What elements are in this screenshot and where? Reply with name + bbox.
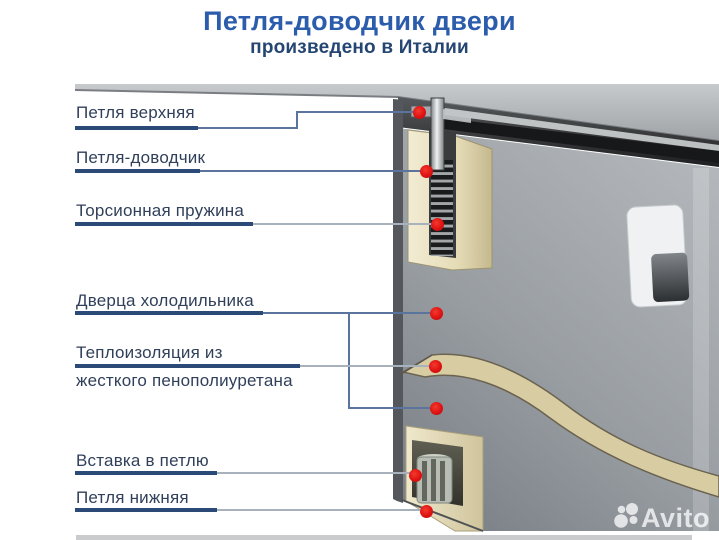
- leader-door-vertical: [348, 312, 350, 409]
- marker-hinge-insert-dot: [408, 468, 422, 482]
- leader-door-branch: [349, 407, 436, 409]
- door-handle-recess: [626, 204, 690, 308]
- insert-slot-1: [422, 461, 427, 501]
- leader-hinge-bottom: [217, 509, 426, 511]
- underline-fridge-door: [75, 311, 263, 315]
- marker-insulation-dot-2: [429, 401, 443, 415]
- leader-torsion-spring: [253, 223, 437, 225]
- hinge-arm-link: [443, 109, 471, 123]
- leader-insulation: [300, 365, 435, 367]
- leader-hinge-closer: [200, 170, 426, 172]
- marker-torsion-spring-dot: [430, 217, 444, 231]
- torsion-spring-coil: [431, 160, 453, 256]
- hinge-bar-shadow: [443, 118, 719, 163]
- door-left-edge: [393, 99, 403, 503]
- callout-torsion-spring: Торсионная пружина: [76, 201, 245, 220]
- leader-hinge-insert: [217, 472, 415, 474]
- closer-pin: [430, 97, 445, 171]
- marker-hinge-top-dot: [412, 105, 426, 119]
- callout-insulation-line1: Теплоизоляция из: [76, 343, 223, 362]
- floor-line: [76, 535, 692, 540]
- callout-hinge-closer: Петля-доводчик: [76, 148, 206, 167]
- callout-hinge-top: Петля верхняя: [76, 103, 195, 122]
- leader-hinge-top-v: [296, 111, 298, 129]
- underline-insulation: [75, 364, 300, 368]
- marker-hinge-bottom-dot: [419, 504, 433, 518]
- marker-fridge-door-dot: [429, 306, 443, 320]
- insert-slot-2: [431, 459, 436, 501]
- marker-hinge-closer-dot: [419, 164, 433, 178]
- avito-logo-icon: [614, 503, 638, 528]
- avito-watermark: Avito: [614, 503, 710, 533]
- underline-hinge-top: [75, 126, 198, 130]
- leader-hinge-top-h2: [296, 111, 419, 113]
- door-bottom-edge: [401, 499, 484, 532]
- callout-insulation-line2: жесткого пенополиуретана: [76, 371, 293, 390]
- underline-torsion-spring: [75, 222, 253, 226]
- callout-hinge-bottom: Петля нижняя: [76, 488, 189, 507]
- underline-hinge-closer: [75, 169, 200, 173]
- cabinet-top: [75, 84, 719, 141]
- door-right-highlight: [693, 168, 709, 531]
- underline-hinge-insert: [75, 471, 217, 475]
- avito-watermark-text: Avito: [641, 503, 710, 533]
- page-title: Петля-доводчик двери: [203, 6, 516, 36]
- page-subtitle: произведено в Италии: [250, 37, 469, 58]
- hinge-bar-chrome-highlight: [430, 106, 719, 151]
- callout-hinge-insert: Вставка в петлю: [76, 451, 209, 470]
- insert-slot-3: [440, 461, 445, 501]
- callout-fridge-door: Дверца холодильника: [76, 291, 254, 310]
- insulation-band: [400, 353, 719, 498]
- underline-hinge-bottom: [75, 508, 217, 512]
- leader-hinge-top-h1: [198, 127, 297, 129]
- marker-insulation-dot-1: [428, 359, 442, 373]
